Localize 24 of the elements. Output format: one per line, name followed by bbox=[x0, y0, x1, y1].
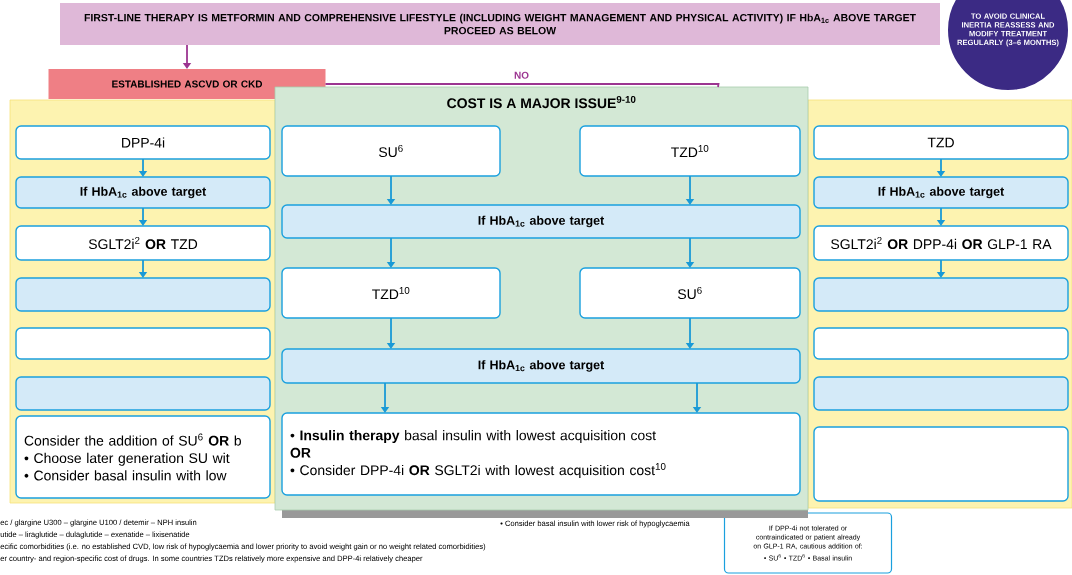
step-box: SU$^{6}$ bbox=[579, 267, 801, 319]
step-box bbox=[15, 327, 271, 360]
condition-box bbox=[813, 277, 1069, 312]
condition-box: If HbA$_{1c}$ above target bbox=[281, 204, 801, 239]
step-box: SGLT2i$^{2}$ OR DPP-4i OR GLP-1 RA bbox=[813, 225, 1069, 261]
step-box: SU$^{6}$ bbox=[281, 125, 501, 177]
banner: FIRST-LINE THERAPY IS METFORMIN AND COMPREHENSIVE LIFESTYLE (INCLUDING WEIGHT MANAGEMENT AND PHYSICAL ACTIVITY) IF HbA$_{1c}$ ABOVE TARGET PROCEED AS BELOW bbox=[60, 3, 940, 45]
category-box: ESTABLISHED ASCVD OR CKD bbox=[48, 69, 326, 99]
condition-box bbox=[15, 376, 271, 411]
condition-box: If HbA$_{1c}$ above target bbox=[281, 348, 801, 384]
step-box: TZD$^{10}$ bbox=[579, 125, 801, 177]
step-box: • Insulin therapy basal insulin with lowest acquisition cost OR • Consider DPP-4i OR SGLT2i with lowest acquisition cost$^{10}$ bbox=[281, 412, 801, 496]
condition-box bbox=[15, 277, 271, 312]
condition-box bbox=[813, 376, 1069, 411]
step-box: Consider the addition of SU$^{6}$ OR b • Choose later generation SU wit • Consider basal insulin with low bbox=[15, 415, 271, 499]
step-box bbox=[813, 426, 1069, 502]
step-box bbox=[813, 327, 1069, 360]
condition-box: If HbA$_{1c}$ above target bbox=[813, 176, 1069, 209]
step-box: TZD bbox=[813, 125, 1069, 160]
step-box: TZD$^{10}$ bbox=[281, 267, 501, 319]
step-box: SGLT2i$^{2}$ OR TZD bbox=[15, 225, 271, 261]
condition-box: If HbA$_{1c}$ above target bbox=[15, 176, 271, 209]
step-box: DPP-4i bbox=[15, 125, 271, 160]
edge-label: NO bbox=[514, 71, 529, 79]
